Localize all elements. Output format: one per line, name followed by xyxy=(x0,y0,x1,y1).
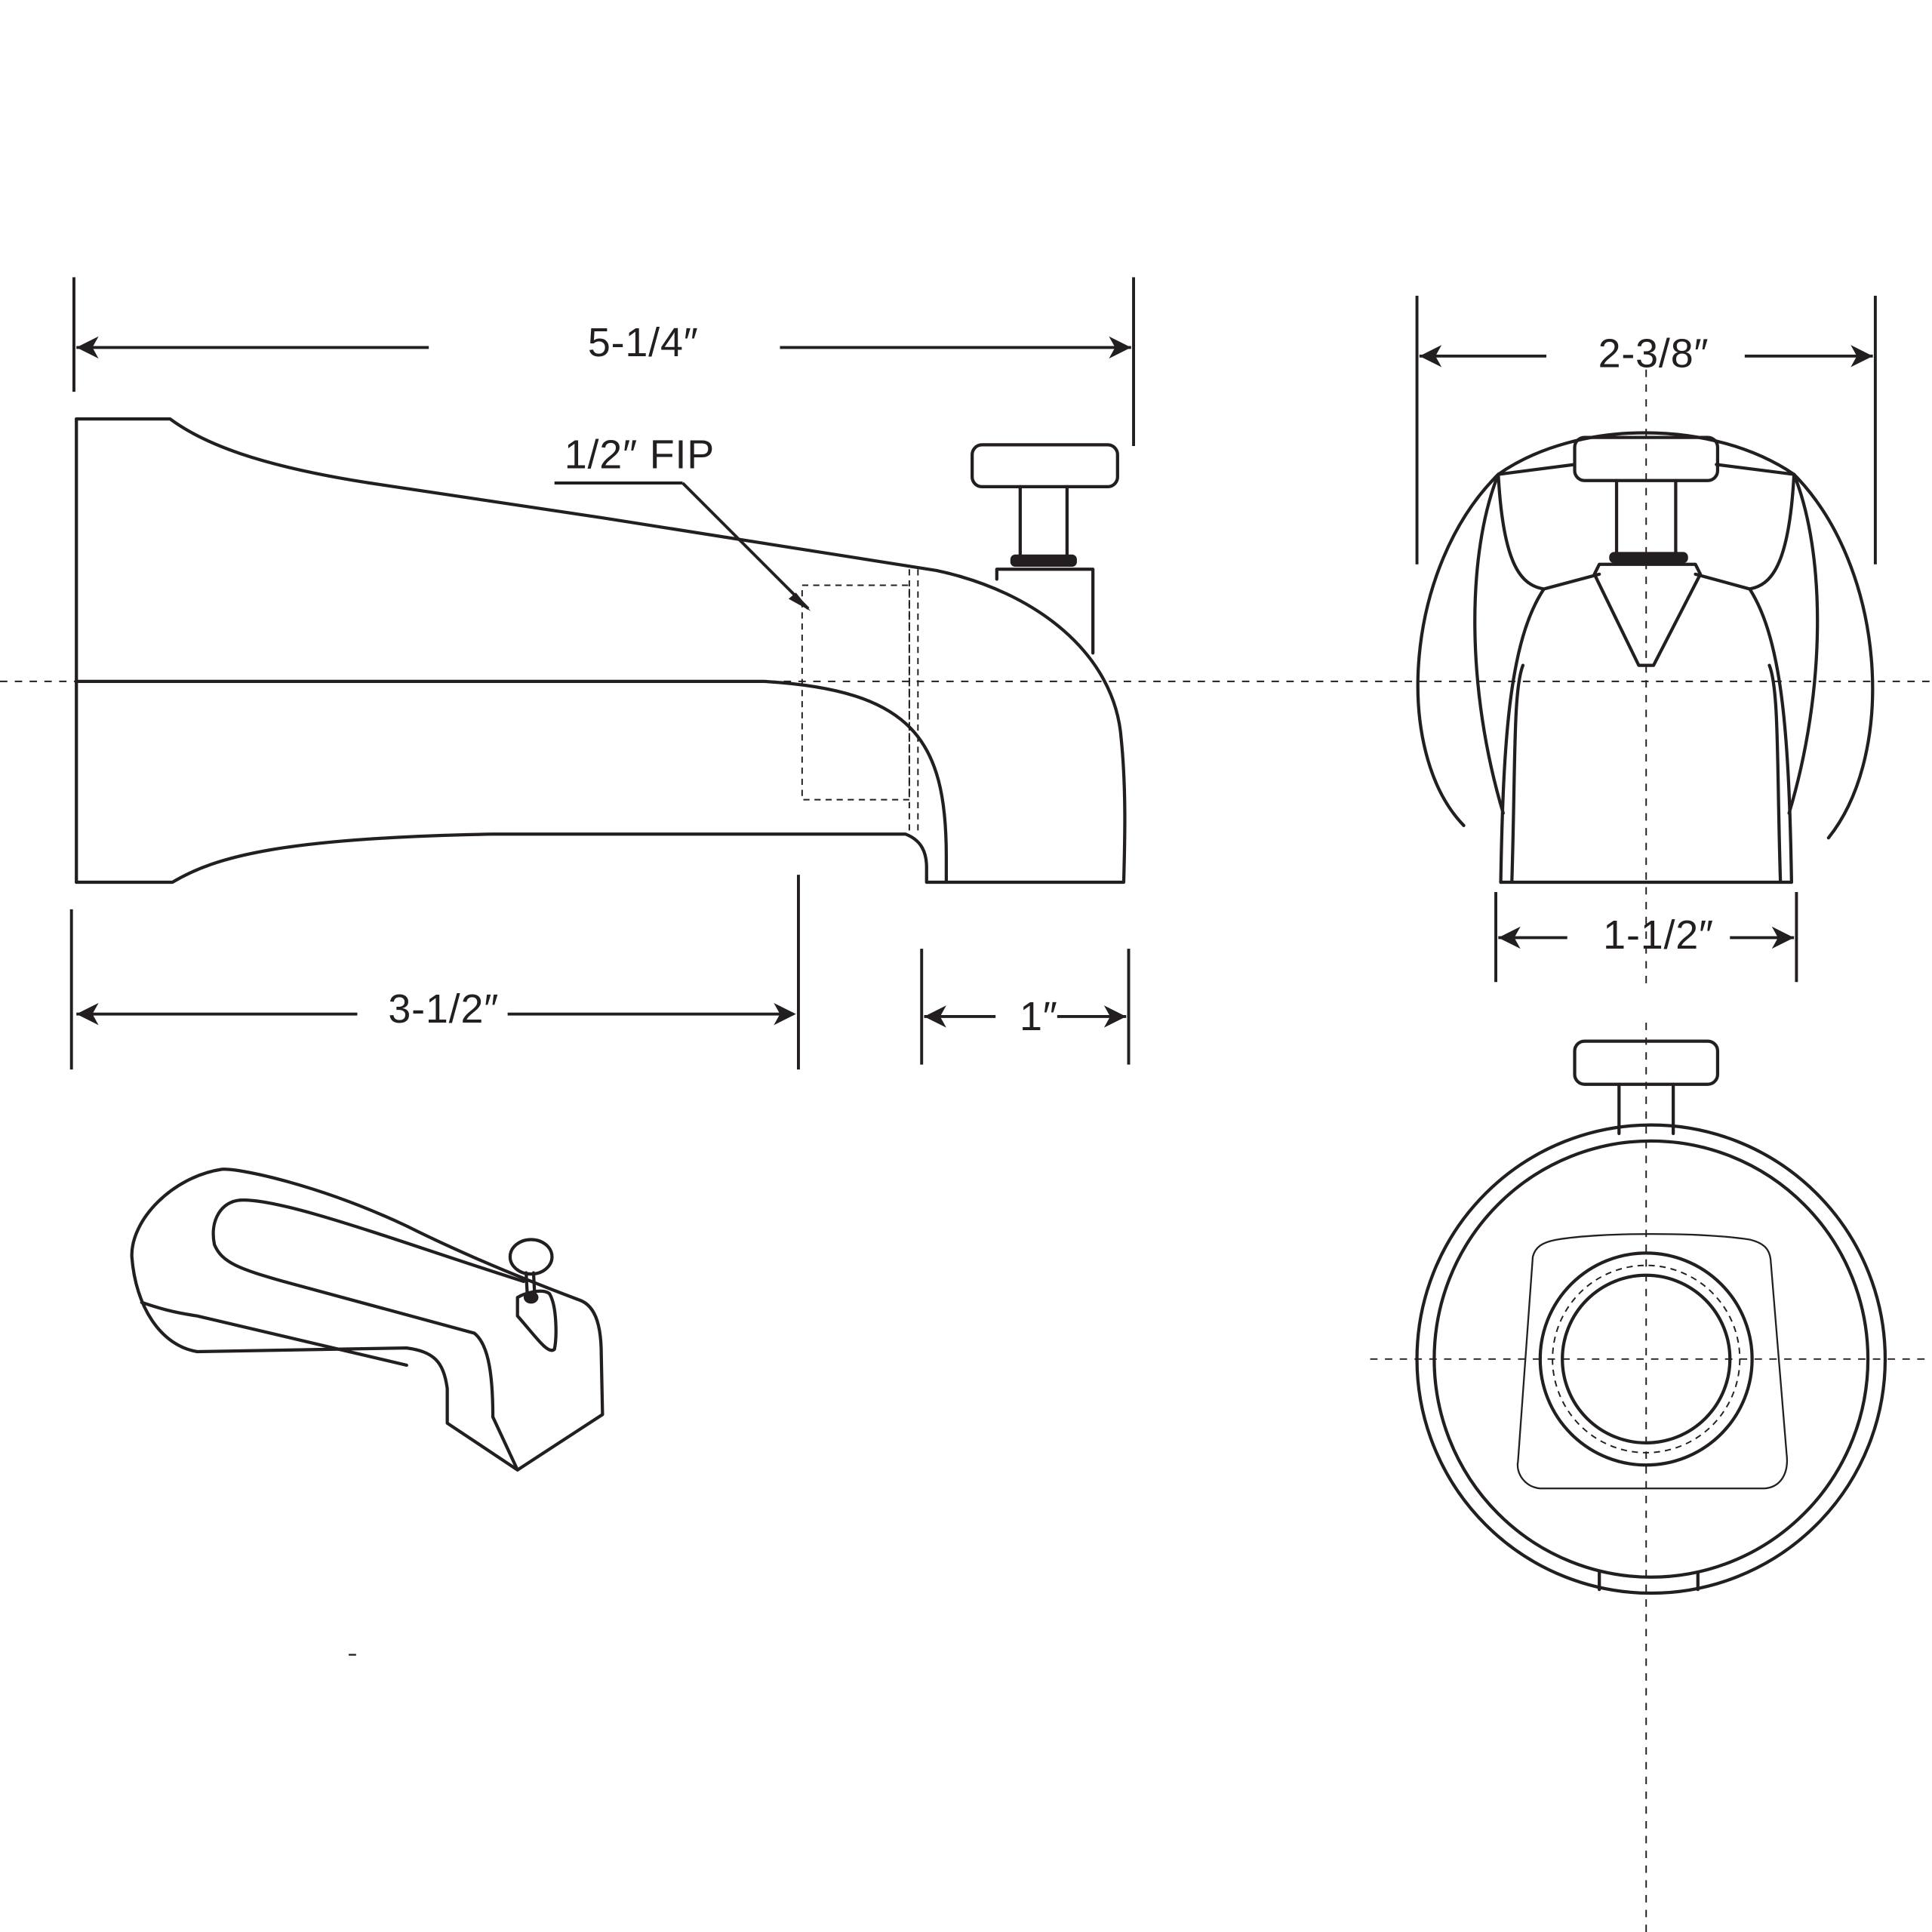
diverter-knob xyxy=(971,443,1119,489)
rear-view xyxy=(1370,1023,1932,1932)
dimension-overall-width: 2-3/8″ xyxy=(1415,295,1877,565)
o-ring xyxy=(1010,554,1077,568)
dimension-outlet: 1″ xyxy=(920,949,1131,1065)
isometric-diverter-knob xyxy=(508,1238,554,1276)
escutcheon-outline xyxy=(1416,431,1875,840)
arrow-right-icon xyxy=(1109,336,1131,359)
arrow-right-icon xyxy=(1850,345,1873,368)
inlet-bore xyxy=(1561,1273,1732,1444)
isometric-view xyxy=(130,1168,605,1472)
spout-side-outline xyxy=(75,417,1127,884)
arrow-left-icon xyxy=(1419,345,1442,368)
overall-length-label: 5-1/4″ xyxy=(588,320,699,365)
inlet-outer-ring xyxy=(1538,1251,1754,1467)
front-view: 2-3/8″ 1-1/2″ xyxy=(1415,295,1877,986)
arrow-left-icon xyxy=(76,336,99,359)
escutcheon-outer-ring xyxy=(1415,1123,1887,1595)
arrow-right-icon xyxy=(774,1002,796,1026)
wall-to-inlet-label: 3-1/2″ xyxy=(388,986,499,1032)
outlet-width-label: 1-1/2″ xyxy=(1603,912,1714,958)
outlet-label: 1″ xyxy=(1020,994,1058,1039)
side-view: 5-1/4″ 1/2″ FIP xyxy=(0,277,1932,1070)
arrow-left-icon xyxy=(924,1005,946,1028)
diverter-wedge xyxy=(1592,562,1703,667)
arrow-left-icon xyxy=(76,1002,99,1026)
spout-front-outline xyxy=(1499,572,1793,884)
dimension-wall-to-inlet: 3-1/2″ xyxy=(69,875,800,1070)
isometric-spout-outline xyxy=(130,1168,605,1472)
fip-bore-hidden-line xyxy=(801,584,910,801)
fip-label: 1/2″ FIP xyxy=(565,432,715,477)
fip-callout: 1/2″ FIP xyxy=(554,432,811,611)
arrow-icon xyxy=(788,592,811,611)
arrow-right-icon xyxy=(1103,1005,1127,1028)
diverter-knob-front xyxy=(1573,435,1720,482)
dimension-overall-length: 5-1/4″ xyxy=(72,277,1135,447)
o-ring-front xyxy=(1609,552,1688,564)
arrow-right-icon xyxy=(1771,926,1795,949)
mounting-plate xyxy=(1516,1232,1789,1490)
dimension-outlet-width: 1-1/2″ xyxy=(1494,892,1798,983)
overall-width-label: 2-3/8″ xyxy=(1598,331,1709,377)
diverter-knob-rear xyxy=(1573,1039,1720,1086)
arrow-left-icon xyxy=(1498,926,1521,949)
